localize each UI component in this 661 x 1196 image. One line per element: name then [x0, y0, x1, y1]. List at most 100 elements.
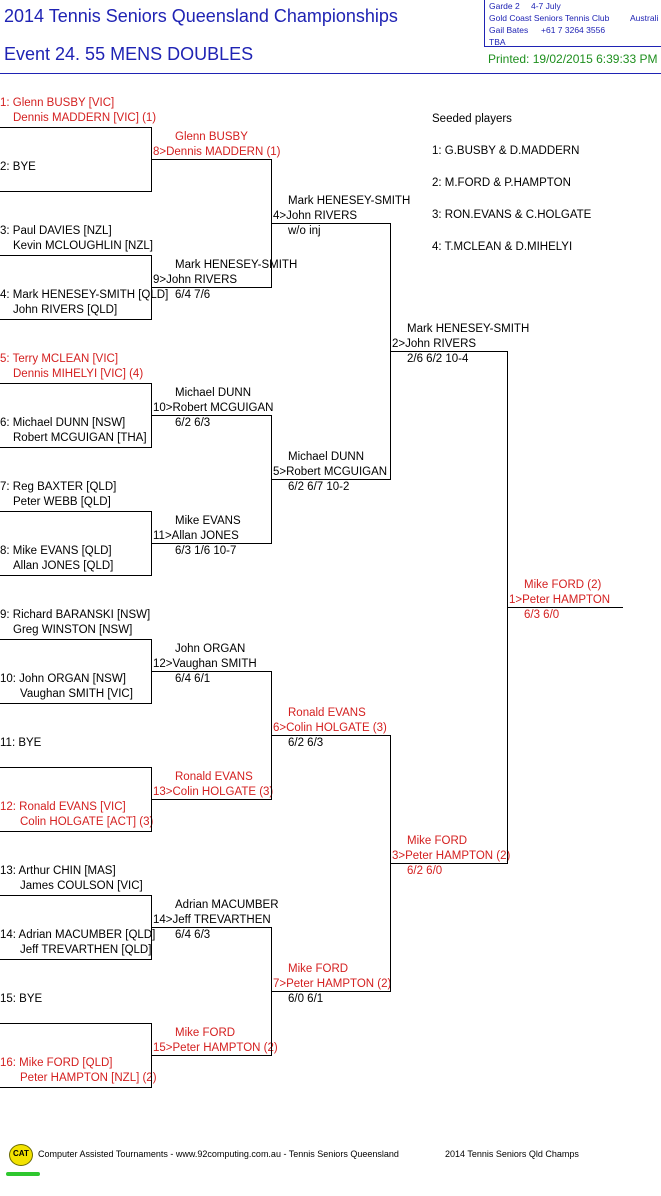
round1-line	[0, 319, 152, 320]
round1-player1: 4: Mark HENESEY-SMITH [QLD]	[0, 289, 169, 301]
round3-score: w/o inj	[288, 225, 321, 237]
round2-player1: Glenn BUSBY	[175, 131, 248, 143]
seed-item: 2: M.FORD & P.HAMPTON	[432, 177, 571, 189]
cat-logo-text: CAT	[13, 1149, 29, 1158]
round2-line	[152, 927, 272, 928]
round2-player2: 10>Robert MCGUIGAN	[153, 402, 274, 414]
round2-join	[271, 415, 272, 544]
header-divider	[0, 73, 661, 74]
round2-player2: 12>Vaughan SMITH	[153, 658, 257, 670]
round1-player1: 7: Reg BAXTER [QLD]	[0, 481, 117, 493]
seed-item: 4: T.MCLEAN & D.MIHELYI	[432, 241, 573, 253]
round2-line	[152, 159, 272, 160]
round1-player1: 2: BYE	[0, 161, 36, 173]
contact-label: Gail Bates	[489, 25, 529, 35]
round2-score: 6/4 6/3	[175, 929, 211, 941]
round3-player2: 5>Robert MCGUIGAN	[273, 466, 388, 478]
seed-item: 3: RON.EVANS & C.HOLGATE	[432, 209, 592, 221]
semi-player2: 3>Peter HAMPTON (2)	[392, 850, 511, 862]
footer-event: 2014 Tennis Seniors Qld Champs	[445, 1149, 579, 1159]
round1-player2: John RIVERS [QLD]	[13, 304, 118, 316]
round1-join	[151, 1023, 152, 1088]
round1-player2: Robert MCGUIGAN [THA]	[13, 432, 147, 444]
dates-label: 4-7 July	[531, 1, 561, 11]
round1-player2: Allan JONES [QLD]	[13, 560, 114, 572]
round1-player1: 15: BYE	[0, 993, 43, 1005]
round2-player2: 14>Jeff TREVARTHEN	[153, 914, 271, 926]
round1-line	[0, 447, 152, 448]
venue-label: Gold Coast Seniors Tennis Club	[489, 13, 610, 23]
round1-player1: 11: BYE	[0, 737, 42, 749]
round1-player1: 6: Michael DUNN [NSW]	[0, 417, 126, 429]
round2-player1: Ronald EVANS	[175, 771, 253, 783]
round3-player1: Mike FORD	[288, 963, 349, 975]
round1-player2: James COULSON [VIC]	[20, 880, 143, 892]
semi-score: 6/2 6/0	[407, 865, 443, 877]
semi-line	[391, 863, 508, 864]
round1-player2: Greg WINSTON [NSW]	[13, 624, 133, 636]
round1-player2: Dennis MADDERN [VIC] (1)	[13, 112, 157, 124]
round1-line	[0, 895, 152, 896]
country-label: Australi	[630, 13, 659, 23]
round2-player2: 9>John RIVERS	[153, 274, 238, 286]
final-player1: Mike FORD (2)	[524, 579, 602, 591]
round3-line	[272, 735, 391, 736]
round1-line	[0, 767, 152, 768]
round1-join	[151, 895, 152, 960]
round2-line	[152, 1055, 272, 1056]
semi-player1: Mike FORD	[407, 835, 468, 847]
round2-score: 6/3 1/6 10-7	[175, 545, 237, 557]
logo-underline	[6, 1172, 40, 1176]
round2-player1: Michael DUNN	[175, 387, 252, 399]
final-player2: 1>Peter HAMPTON	[509, 594, 611, 606]
round2-line	[152, 543, 272, 544]
round2-player2: 8>Dennis MADDERN (1)	[153, 146, 281, 158]
semi-score: 2/6 6/2 10-4	[407, 353, 469, 365]
round1-line	[0, 191, 152, 192]
round1-line	[0, 1087, 152, 1088]
grade-label: Garde 2	[489, 1, 520, 11]
round2-player2: 15>Peter HAMPTON (2)	[153, 1042, 278, 1054]
footer-credit: Computer Assisted Tournaments - www.92co…	[38, 1149, 399, 1159]
round1-line	[0, 831, 152, 832]
round2-join	[271, 159, 272, 288]
round3-score: 6/2 6/3	[288, 737, 324, 749]
round2-score: 6/2 6/3	[175, 417, 211, 429]
page-title: 2014 Tennis Seniors Queensland Champions…	[4, 6, 398, 26]
round2-player1: Mike EVANS	[175, 515, 241, 527]
round3-player1: Michael DUNN	[288, 451, 365, 463]
round1-player2: Jeff TREVARTHEN [QLD]	[20, 944, 152, 956]
round2-line	[152, 415, 272, 416]
round2-join	[271, 927, 272, 1056]
round2-line	[152, 287, 272, 288]
round3-line	[272, 991, 391, 992]
round2-player1: John ORGAN	[175, 643, 246, 655]
round1-line	[0, 639, 152, 640]
seeds-title: Seeded players	[432, 113, 512, 125]
round2-line	[152, 671, 272, 672]
round2-player2: 13>Colin HOLGATE (3)	[153, 786, 274, 798]
round1-player1: 13: Arthur CHIN [MAS]	[0, 865, 116, 877]
round1-player1: 5: Terry MCLEAN [VIC]	[0, 353, 119, 365]
round1-join	[151, 255, 152, 320]
round1-player1: 12: Ronald EVANS [VIC]	[0, 801, 126, 813]
round2-line	[152, 799, 272, 800]
round1-player1: 3: Paul DAVIES [NZL]	[0, 225, 112, 237]
round2-player2: 11>Allan JONES	[153, 530, 239, 542]
round1-player2: Vaughan SMITH [VIC]	[20, 688, 133, 700]
round3-line	[272, 223, 391, 224]
round1-join	[151, 511, 152, 576]
semi-line	[391, 351, 508, 352]
round2-player1: Mark HENESEY-SMITH	[175, 259, 298, 271]
round2-score: 6/4 7/6	[175, 289, 211, 301]
seed-item: 1: G.BUSBY & D.MADDERN	[432, 145, 580, 157]
round1-player2: Peter HAMPTON [NZL] (2)	[20, 1072, 157, 1084]
round1-player1: 16: Mike FORD [QLD]	[0, 1057, 113, 1069]
semi-player1: Mark HENESEY-SMITH	[407, 323, 530, 335]
round1-player2: Kevin MCLOUGHLIN [NZL]	[13, 240, 153, 252]
round3-score: 6/2 6/7 10-2	[288, 481, 350, 493]
printed-timestamp: Printed: 19/02/2015 6:39:33 PM	[488, 52, 658, 66]
round1-join	[151, 639, 152, 704]
event-title: Event 24. 55 MENS DOUBLES	[4, 44, 254, 64]
semi-player2: 2>John RIVERS	[392, 338, 477, 350]
